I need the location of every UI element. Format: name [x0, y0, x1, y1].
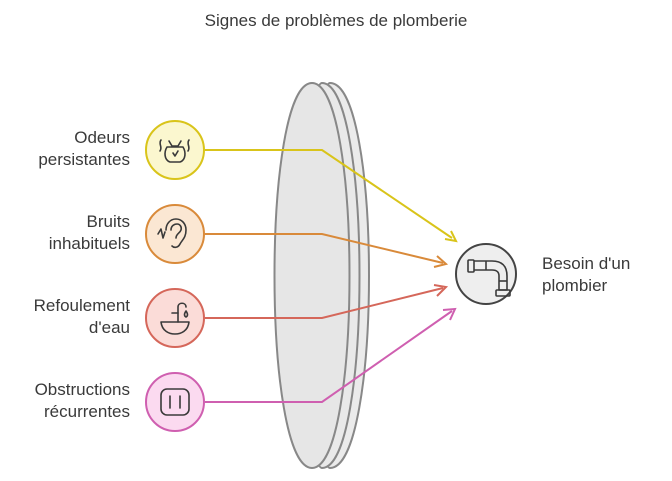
pipe-icon	[467, 259, 511, 297]
odor-bag-icon	[159, 139, 190, 163]
arrowhead-2	[433, 255, 449, 268]
output-label: Besoin d'un plombier	[542, 254, 631, 295]
arrowhead-1	[444, 230, 458, 243]
input-node-1	[145, 120, 205, 180]
input-label-1: Odeurs persistantes	[38, 128, 130, 169]
arrowhead-3	[433, 284, 449, 297]
input-node-4	[145, 372, 205, 432]
input-label-2: Bruits inhabituels	[48, 212, 130, 253]
arrowhead-4	[442, 307, 457, 321]
connector-3	[205, 287, 444, 319]
ear-icon	[157, 218, 187, 249]
input-label-4: Obstructions récurrentes	[34, 380, 130, 421]
output-node	[455, 243, 517, 305]
connector-2	[205, 233, 444, 264]
drain-plug-icon	[160, 388, 190, 416]
sink-faucet-icon	[160, 302, 190, 335]
connector-1	[205, 149, 453, 239]
diagram-title: Signes de problèmes de plomberie	[204, 11, 468, 30]
input-node-2	[145, 204, 205, 264]
connector-4	[205, 310, 453, 403]
lens	[273, 81, 370, 470]
input-label-3: Refoulement d'eau	[33, 296, 130, 337]
connectors	[205, 149, 458, 403]
input-node-3	[145, 288, 205, 348]
